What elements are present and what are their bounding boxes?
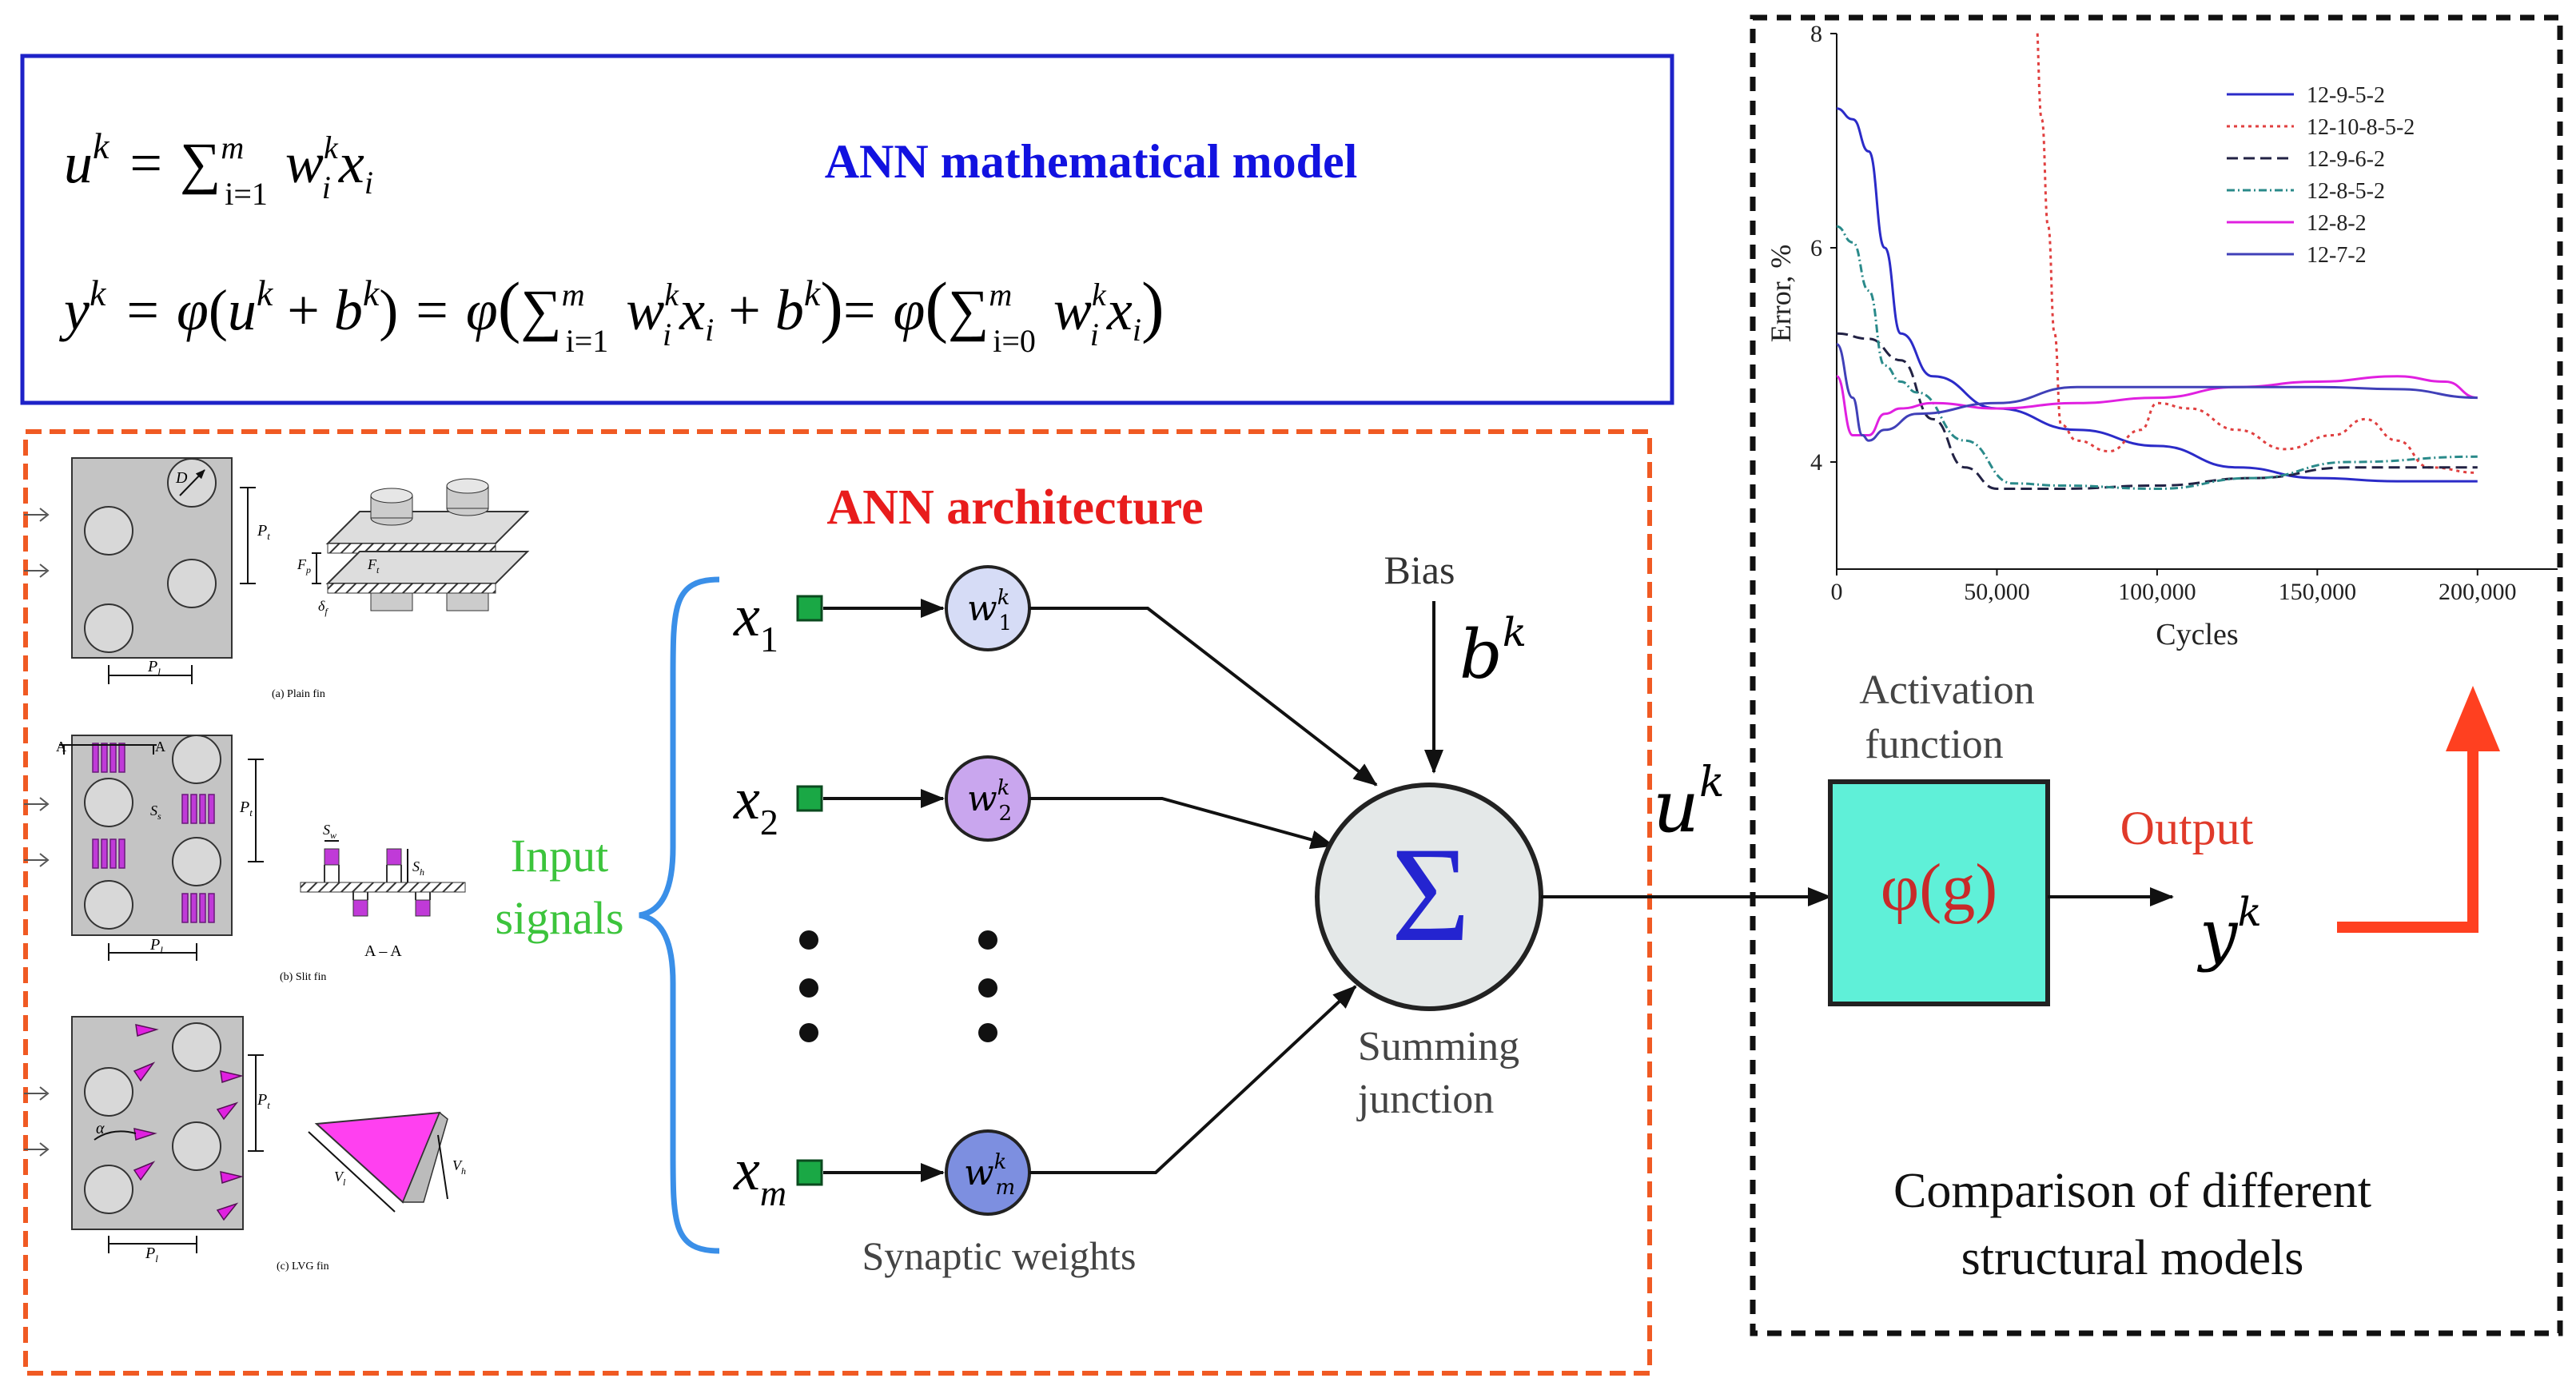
- series-line-12-10-8-5-2: [2036, 30, 2478, 474]
- x-tick-label: 0: [1831, 579, 1843, 605]
- svg-text:Pl: Pl: [147, 658, 161, 678]
- y-k-label: yk: [2196, 889, 2262, 974]
- comparison-caption: Comparison of different: [1893, 1164, 2371, 1218]
- svg-text:xm: xm: [733, 1137, 786, 1213]
- svg-text:Pl: Pl: [149, 936, 163, 956]
- series-line-12-7-2: [1837, 343, 2478, 442]
- svg-text:Ss: Ss: [150, 803, 161, 822]
- summing-junction-label: Summing: [1358, 1024, 1519, 1069]
- svg-text:Ft: Ft: [367, 556, 380, 576]
- input-signals-label: Input: [511, 830, 608, 882]
- chart-series: [1837, 30, 2478, 491]
- svg-text:Pt: Pt: [239, 799, 253, 818]
- x-axis-label: Cycles: [2156, 618, 2238, 651]
- svg-text:Pt: Pt: [257, 1091, 270, 1111]
- input-xm: xm: [733, 1137, 786, 1213]
- svg-text:Pl: Pl: [145, 1245, 158, 1265]
- input-x2: x2: [733, 767, 778, 842]
- chart-legend: 12-9-5-2 12-10-8-5-2 12-9-6-2 12-8-5-2 12-8-…: [2227, 83, 2415, 268]
- legend-label: 12-8-2: [2307, 211, 2367, 236]
- y-axis-label: Error, %: [1765, 245, 1797, 343]
- slit-fin-diagram: A A Pt Ss Pl (b) Slit fin Sw Sh A – A: [24, 735, 466, 983]
- legend-label: 12-8-5-2: [2307, 179, 2385, 204]
- series-line-12-9-6-2: [1837, 332, 2478, 491]
- svg-text:(c) LVG fin: (c) LVG fin: [277, 1261, 329, 1273]
- output-label: Output: [2120, 802, 2254, 854]
- bias-symbol: bk: [1459, 609, 1527, 694]
- legend-label: 12-9-5-2: [2307, 83, 2385, 108]
- input-node-2: [796, 785, 823, 812]
- summing-junction-label-2: junction: [1356, 1077, 1494, 1122]
- synaptic-weights-label: Synaptic weights: [862, 1233, 1136, 1278]
- y-tick-label: 6: [1810, 235, 1822, 261]
- plain-fin-diagram: D Pt Pl (a) Plain fin Fp Ft δf: [24, 457, 530, 700]
- output-to-chart-arrow: [2337, 748, 2478, 933]
- y-tick-label: 4: [1810, 449, 1822, 476]
- model-box: [20, 54, 1674, 405]
- activation-formula: φ(g): [1881, 850, 1997, 925]
- input-node-1: [796, 595, 823, 622]
- svg-text:Sw: Sw: [323, 822, 336, 841]
- comparison-box: [1750, 14, 2563, 1336]
- fin-drawings: D Pt Pl (a) Plain fin Fp Ft δf: [24, 457, 530, 1273]
- bias-label: Bias: [1384, 548, 1455, 592]
- legend-label: 12-10-8-5-2: [2307, 115, 2415, 140]
- series-line-12-9-5-2: [1837, 107, 2478, 483]
- activation-label-2: function: [1865, 722, 2003, 767]
- svg-text:A – A: A – A: [364, 942, 402, 960]
- output-to-chart-arrowhead: [2446, 686, 2500, 751]
- legend-label: 12-9-6-2: [2307, 147, 2385, 172]
- svg-text:Sh: Sh: [412, 858, 424, 878]
- activation-function-box: [1828, 779, 2050, 1006]
- svg-text:δf: δf: [318, 598, 328, 617]
- svg-text:A: A: [56, 739, 66, 755]
- architecture-box: [23, 429, 1652, 1376]
- legend-label: 12-7-2: [2307, 243, 2367, 268]
- input-x1: x1: [733, 583, 778, 659]
- ellipsis-dots: [799, 930, 997, 1042]
- svg-text:Fp: Fp: [297, 556, 311, 576]
- svg-text:x1: x1: [733, 583, 778, 659]
- input-brace: [639, 576, 720, 1254]
- svg-text:Vh: Vh: [452, 1157, 466, 1177]
- svg-text:x2: x2: [733, 767, 778, 842]
- input-node-m: [796, 1159, 823, 1186]
- sigma-symbol: Σ: [1392, 819, 1471, 970]
- svg-text:D: D: [175, 469, 188, 487]
- lvg-fin-diagram: Pt α Pl (c) LVG fin Vl Vh: [24, 1016, 466, 1273]
- svg-text:A: A: [155, 739, 165, 755]
- model-title: ANN mathematical model: [825, 135, 1358, 188]
- svg-text:(b) Slit fin: (b) Slit fin: [280, 971, 326, 983]
- x-tick-label: 100,000: [2118, 579, 2196, 605]
- svg-text:Vl: Vl: [334, 1169, 346, 1188]
- x-tick-label: 50,000: [1964, 579, 2030, 605]
- series-line-12-8-2: [1837, 375, 2478, 436]
- activation-label: Activation: [1859, 667, 2035, 713]
- x-tick-label: 200,000: [2439, 579, 2517, 605]
- svg-text:(a) Plain fin: (a) Plain fin: [272, 688, 325, 700]
- svg-text:Pt: Pt: [257, 522, 270, 542]
- input-signals-label-2: signals: [495, 892, 623, 944]
- svg-text:α: α: [96, 1120, 105, 1137]
- comparison-caption-2: structural models: [1961, 1231, 2304, 1285]
- architecture-title: ANN architecture: [826, 480, 1203, 535]
- y-tick-label: 8: [1810, 21, 1822, 47]
- series-line-12-8-5-2: [1837, 225, 2478, 491]
- x-tick-label: 150,000: [2279, 579, 2357, 605]
- u-k-label: uk: [1653, 759, 1724, 849]
